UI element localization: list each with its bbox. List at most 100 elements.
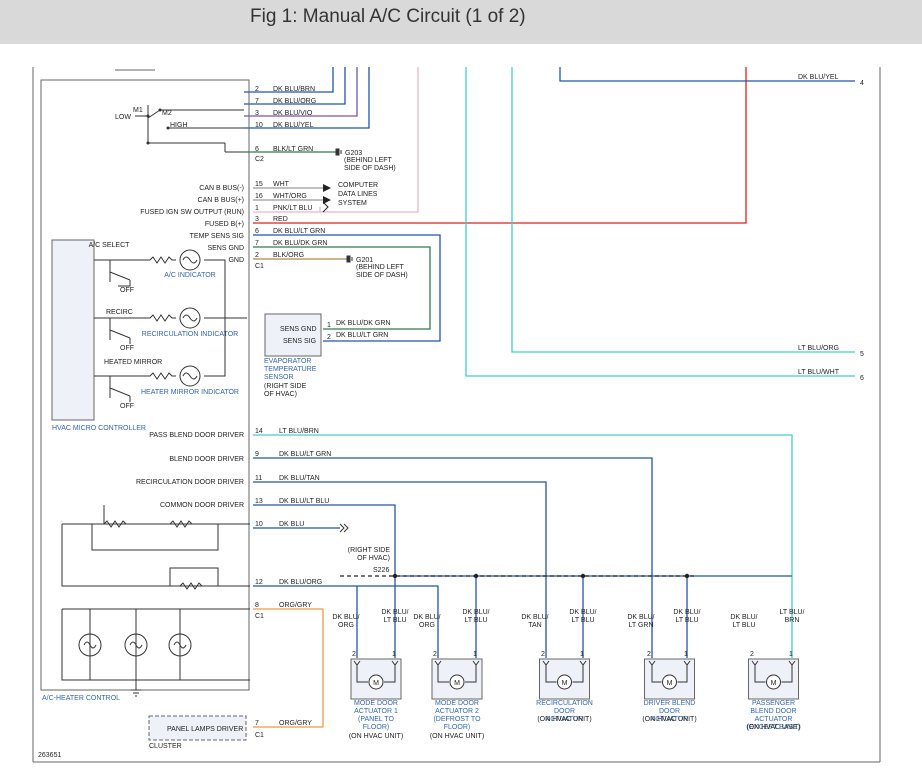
heater-mirror-indicator-label: HEATER MIRROR INDICATOR (141, 389, 239, 396)
svg-text:3: 3 (255, 216, 259, 223)
splice-id: S226 (373, 567, 389, 574)
recirc-label: RECIRC (106, 309, 133, 316)
svg-text:6: 6 (255, 146, 259, 153)
pin-label-can-plus: CAN B BUS(+) (198, 197, 244, 204)
fan-switch (135, 105, 244, 153)
wire-dk-blu-org-top (244, 67, 346, 105)
actuator-location: (ON HVAC UNIT) (642, 716, 696, 723)
actuator-wire-left: DK BLU/ ORG (332, 614, 359, 629)
svg-text:DK BLU/VIO: DK BLU/VIO (273, 110, 313, 117)
svg-text:PNK/LT BLU: PNK/LT BLU (273, 205, 312, 212)
door-driver-labels: 14 LT BLU/BRN 9 DK BLU/LT GRN 11 DK BLU/… (255, 428, 331, 620)
ground-g201-id: G201 (356, 257, 373, 264)
evap-sensor-wire-gnd: DK BLU/DK GRN (336, 320, 390, 327)
fan-low-label: LOW (115, 114, 131, 121)
svg-text:12: 12 (255, 579, 263, 586)
svg-text:LT BLU/WHT: LT BLU/WHT (798, 369, 840, 376)
cluster-pin: 7 (255, 720, 259, 727)
actuator-name: PASSENGER BLEND DOOR ACTUATOR (EXCEPT BA… (747, 700, 800, 731)
svg-text:DK BLU/LT GRN: DK BLU/LT GRN (273, 228, 325, 235)
actuator-leads (356, 665, 396, 683)
svg-text:4: 4 (860, 80, 864, 87)
data-lines-label: COMPUTER DATA LINES SYSTEM (338, 182, 378, 207)
wire-dk-blu-lt-blu (253, 504, 396, 658)
actuator-location: (ON HVAC UNIT) (537, 716, 591, 723)
fan-switch-dots (146, 108, 170, 145)
connector-arrow-icon (751, 660, 796, 666)
evap-sensor-gnd-label: SENS GND (280, 326, 317, 333)
ac-select-switch (94, 256, 226, 318)
pin-label-sens-gnd: SENS GND (207, 245, 244, 252)
fan-m1-label: M1 (133, 107, 143, 114)
wire-lt-blu-brn (253, 434, 793, 658)
connector-c2: 2 DK BLU/BRN 7 DK BLU/ORG 3 DK BLU/VIO 1… (255, 86, 316, 163)
wire-dk-blu-lt-grn-blend (253, 457, 653, 658)
pin-label-gnd: GND (228, 257, 244, 264)
svg-text:14: 14 (255, 428, 263, 435)
diagram-frame (32, 67, 881, 763)
ground-g201-location: (BEHIND LEFT SIDE OF DASH) (356, 264, 408, 279)
recirc-off-label: OFF (120, 345, 134, 352)
actuator-wire-left: DK BLU/ ORG (413, 614, 440, 629)
heated-mirror-label: HEATED MIRROR (104, 359, 162, 366)
svg-text:DK BLU/LT GRN: DK BLU/LT GRN (279, 451, 331, 458)
svg-text:10: 10 (255, 521, 263, 528)
actuator-wire-left: DK BLU/ LT BLU (730, 614, 757, 629)
actuator-location: (ON HVAC UNIT) (430, 733, 484, 740)
svg-text:ORG/GRY: ORG/GRY (279, 602, 312, 609)
motor-label: M (771, 680, 777, 687)
svg-text:WHT: WHT (273, 181, 290, 188)
recirc-switch (94, 314, 247, 344)
svg-text:10: 10 (255, 122, 263, 129)
evap-sensor-box (264, 313, 322, 357)
hvac-micro-controller (51, 239, 95, 421)
wire-dk-blu-lt-grn-sens (253, 234, 441, 342)
svg-text:BLK/ORG: BLK/ORG (273, 252, 304, 259)
actuator-pin-right: 1 (580, 651, 584, 658)
actuator-location: (ON HVAC UNIT) (746, 724, 800, 731)
actuator-pin-left: 2 (647, 651, 651, 658)
wire-dk-blu-yel-top (244, 67, 370, 129)
connector-c1: 3 RED 6 DK BLU/LT GRN 7 DK BLU/DK GRN 2 … (255, 216, 327, 270)
svg-text:DK BLU/ORG: DK BLU/ORG (273, 98, 316, 105)
off-page-refs: DK BLU/YEL 4 LT BLU/ORG 5 LT BLU/WHT 6 (798, 74, 864, 382)
recirc-indicator-label: RECIRCULATION INDICATOR (142, 331, 238, 338)
wire-org-gry (253, 608, 324, 728)
svg-text:7: 7 (255, 240, 259, 247)
motor-label: M (454, 680, 460, 687)
figure-header: Fig 1: Manual A/C Circuit (1 of 2) (0, 0, 922, 44)
svg-text:WHT/ORG: WHT/ORG (273, 193, 307, 200)
svg-text:DK BLU/YEL: DK BLU/YEL (798, 74, 839, 81)
actuator-wire-right: DK BLU/ LT BLU (381, 609, 408, 624)
ac-select-label: A/C SELECT (89, 242, 131, 249)
actuator-wire-right: DK BLU/ LT BLU (673, 609, 700, 624)
heater-mirror-indicator-lamp (179, 365, 201, 387)
actuator-leads (437, 665, 477, 683)
figure-id: 263651 (38, 752, 61, 759)
actuator-pin-right: 1 (473, 651, 477, 658)
actuator-leads (651, 665, 688, 683)
heated-mirror-off-label: OFF (120, 403, 134, 410)
module-pin-labels: CAN B BUS(-) CAN B BUS(+) FUSED IGN SW O… (136, 185, 244, 509)
ground-g203-id: G203 (345, 150, 362, 157)
wire-lt-blu-wht (465, 67, 855, 377)
motor-icon (662, 674, 677, 690)
svg-text:DK BLU/DK GRN: DK BLU/DK GRN (273, 240, 327, 247)
ac-indicator-lamp (179, 249, 201, 271)
svg-text:BLK/LT GRN: BLK/LT GRN (273, 146, 313, 153)
svg-text:C1: C1 (255, 263, 264, 270)
ground-g201-icon (346, 255, 353, 263)
wire-dk-blu-dk-grn-sens (253, 246, 431, 330)
pin-label-fused-b: FUSED B(+) (205, 221, 244, 228)
motor-label: M (667, 680, 673, 687)
svg-text:DK BLU/LT BLU: DK BLU/LT BLU (279, 498, 329, 505)
motor-icon (766, 674, 781, 690)
connector-arrow-icon (542, 660, 587, 666)
svg-text:LT BLU/ORG: LT BLU/ORG (798, 345, 839, 352)
ac-indicator-label: A/C INDICATOR (164, 272, 215, 279)
evap-sensor-location: (RIGHT SIDE OF HVAC) (264, 383, 306, 398)
dk-blu-chevron-icon (339, 523, 349, 533)
